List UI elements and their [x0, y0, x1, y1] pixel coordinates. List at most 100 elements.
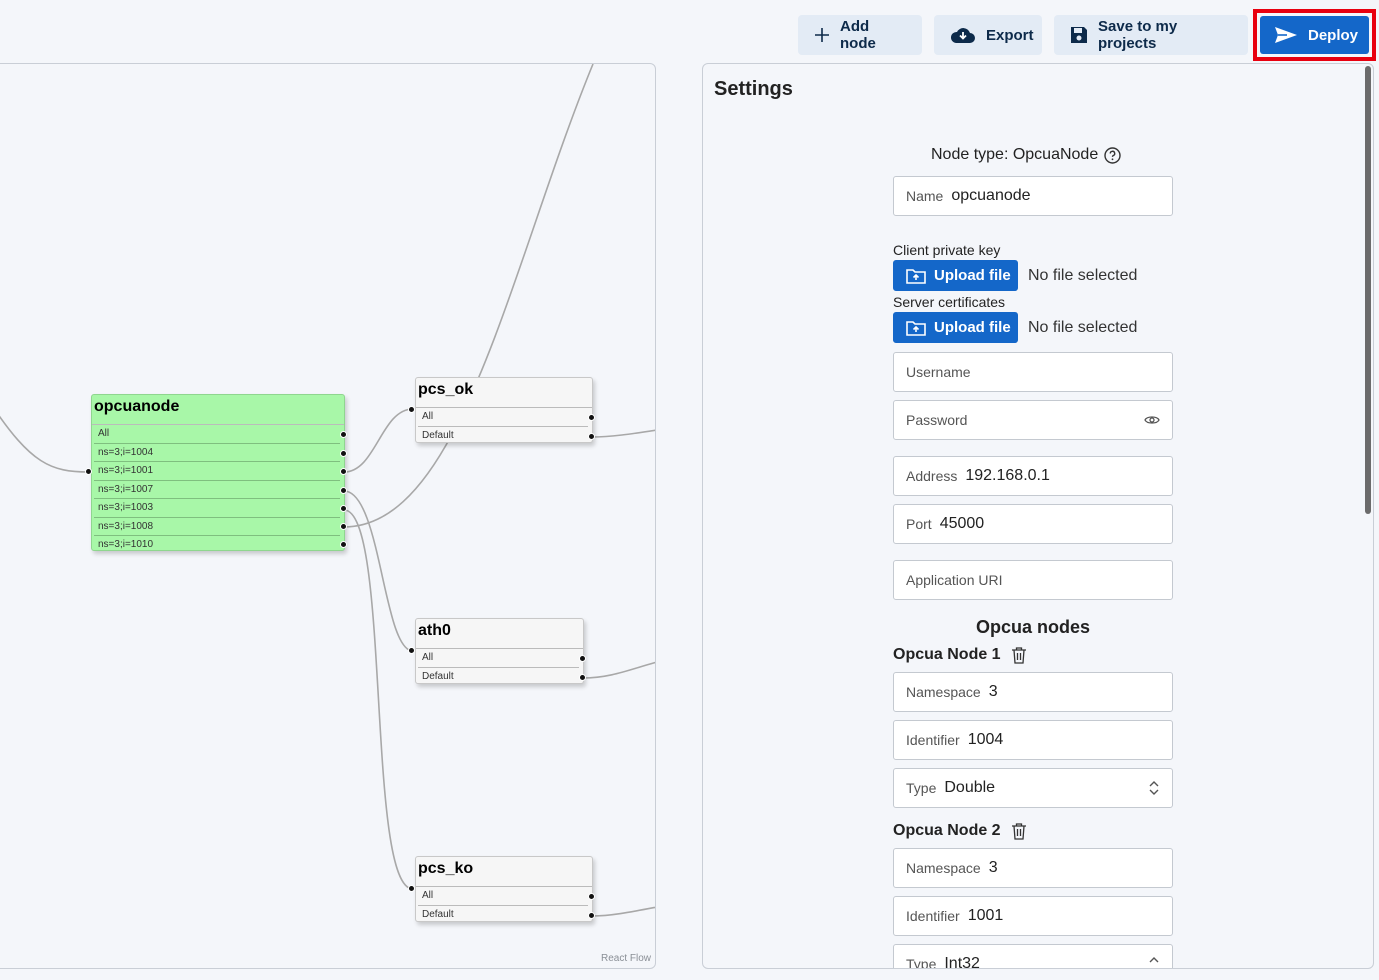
- flow-canvas[interactable]: opcuanode All ns=3;i=1004 ns=3;i=1001 ns…: [0, 63, 656, 969]
- trash-icon[interactable]: [1011, 822, 1027, 840]
- node-port: Default: [422, 670, 454, 682]
- port-value: 45000: [939, 515, 985, 532]
- save-to-projects-button[interactable]: Save to my projects: [1054, 15, 1248, 55]
- output-handle[interactable]: [340, 431, 347, 438]
- output-handle[interactable]: [340, 541, 347, 548]
- flow-node-ath0[interactable]: ath0 All Default: [415, 618, 584, 684]
- node-title: ath0: [416, 619, 583, 649]
- node-title: pcs_ko: [416, 857, 592, 887]
- output-handle[interactable]: [340, 468, 347, 475]
- edge-1008-offscreen: [343, 64, 594, 528]
- opcua-node-2-type-select[interactable]: Type Int32: [893, 944, 1173, 969]
- identifier-value: 1001: [967, 907, 1004, 924]
- output-handle[interactable]: [588, 912, 595, 919]
- address-field[interactable]: Address 192.168.0.1: [893, 456, 1173, 496]
- node-type-label: Node type: OpcuaNode: [931, 146, 1121, 164]
- folder-upload-icon: [906, 320, 926, 336]
- chevron-up-icon: [1149, 957, 1159, 963]
- input-handle[interactable]: [408, 406, 415, 413]
- settings-panel: Settings Node type: OpcuaNode Name opcua…: [702, 63, 1374, 969]
- client-key-status: No file selected: [1028, 267, 1138, 284]
- edge-pcs_ok-out: [591, 429, 655, 438]
- input-handle[interactable]: [408, 647, 415, 654]
- edge-1008-pcs_ko: [343, 509, 414, 890]
- edge-1007-ath0: [343, 490, 414, 652]
- plus-icon: [815, 28, 829, 42]
- node-title: opcuanode: [92, 395, 344, 425]
- edge-pcs_ko-out: [591, 906, 655, 917]
- trash-icon[interactable]: [1011, 646, 1027, 664]
- output-handle[interactable]: [588, 414, 595, 421]
- edge-incoming: [0, 415, 90, 473]
- node-port: ns=3;i=1004: [94, 444, 340, 462]
- add-node-button[interactable]: Add node: [798, 15, 922, 55]
- type-value: Double: [944, 779, 996, 796]
- port-label: Port: [906, 516, 932, 532]
- output-handle[interactable]: [588, 433, 595, 440]
- output-handle[interactable]: [579, 674, 586, 681]
- node-port: ns=3;i=1010: [98, 539, 154, 550]
- export-label: Export: [986, 26, 1034, 44]
- edge-1001-pcs_ok: [343, 408, 414, 473]
- client-key-label: Client private key: [893, 242, 1001, 258]
- opcua-nodes-title: Opcua nodes: [975, 617, 1091, 637]
- flow-node-pcs_ko[interactable]: pcs_ko All Default: [415, 856, 593, 922]
- address-label: Address: [906, 468, 958, 484]
- identifier-label: Identifier: [906, 908, 960, 924]
- opcua-node-1-title: Opcua Node 1: [893, 646, 1001, 663]
- server-certs-upload-button[interactable]: Upload file: [893, 312, 1018, 343]
- name-label: Name: [906, 188, 944, 204]
- deploy-button[interactable]: Deploy: [1260, 16, 1369, 54]
- node-port: ns=3;i=1003: [94, 499, 340, 518]
- type-label: Type: [906, 780, 937, 796]
- react-flow-attribution[interactable]: React Flow: [600, 953, 651, 964]
- client-key-upload-button[interactable]: Upload file: [893, 260, 1018, 291]
- flow-node-pcs_ok[interactable]: pcs_ok All Default: [415, 377, 593, 443]
- output-handle[interactable]: [340, 523, 347, 530]
- help-icon[interactable]: [1104, 146, 1121, 164]
- export-button[interactable]: Export: [934, 15, 1042, 55]
- output-handle[interactable]: [340, 487, 347, 494]
- output-handle[interactable]: [579, 655, 586, 662]
- node-port: ns=3;i=1008: [94, 518, 340, 536]
- node-port: All: [418, 408, 588, 427]
- output-handle[interactable]: [588, 893, 595, 900]
- password-field[interactable]: Password: [893, 400, 1173, 440]
- opcua-node-2-title: Opcua Node 2: [893, 822, 1001, 839]
- opcua-node-1-header: Opcua Node 1: [893, 646, 1027, 664]
- opcua-node-2-namespace-field[interactable]: Namespace 3: [893, 848, 1173, 888]
- port-field[interactable]: Port 45000: [893, 504, 1173, 544]
- folder-upload-icon: [906, 268, 926, 284]
- application-uri-field[interactable]: Application URI: [893, 560, 1173, 600]
- server-certs-status: No file selected: [1028, 319, 1138, 336]
- namespace-value: 3: [988, 683, 998, 700]
- node-port: Default: [422, 908, 454, 920]
- type-value: Int32: [944, 955, 980, 969]
- edge-ath0-out: [582, 661, 655, 679]
- node-type-text: Node type: OpcuaNode: [931, 146, 1099, 163]
- settings-scrollbar[interactable]: [1365, 66, 1371, 514]
- input-handle[interactable]: [408, 885, 415, 892]
- node-port: All: [94, 425, 340, 444]
- opcua-node-1-type-select[interactable]: Type Double: [893, 768, 1173, 808]
- input-handle[interactable]: [85, 468, 92, 475]
- opcua-node-1-identifier-field[interactable]: Identifier 1004: [893, 720, 1173, 760]
- server-certs-label: Server certificates: [893, 294, 1006, 310]
- name-value: opcuanode: [951, 187, 1031, 204]
- type-label: Type: [906, 956, 937, 969]
- flow-node-opcuanode[interactable]: opcuanode All ns=3;i=1004 ns=3;i=1001 ns…: [91, 394, 345, 551]
- edges-layer: [0, 64, 655, 917]
- send-icon: [1275, 27, 1297, 43]
- eye-icon[interactable]: [1144, 413, 1160, 427]
- node-port: All: [418, 887, 588, 906]
- opcua-node-2-identifier-field[interactable]: Identifier 1001: [893, 896, 1173, 936]
- name-field[interactable]: Name opcuanode: [893, 176, 1173, 216]
- output-handle[interactable]: [340, 450, 347, 457]
- opcua-node-2-header: Opcua Node 2: [893, 822, 1027, 840]
- username-field[interactable]: Username: [893, 352, 1173, 392]
- opcua-node-1-namespace-field[interactable]: Namespace 3: [893, 672, 1173, 712]
- namespace-label: Namespace: [906, 860, 981, 876]
- chevron-up-down-icon: [1149, 781, 1159, 795]
- output-handle[interactable]: [340, 505, 347, 512]
- upload-label: Upload file: [934, 319, 1011, 336]
